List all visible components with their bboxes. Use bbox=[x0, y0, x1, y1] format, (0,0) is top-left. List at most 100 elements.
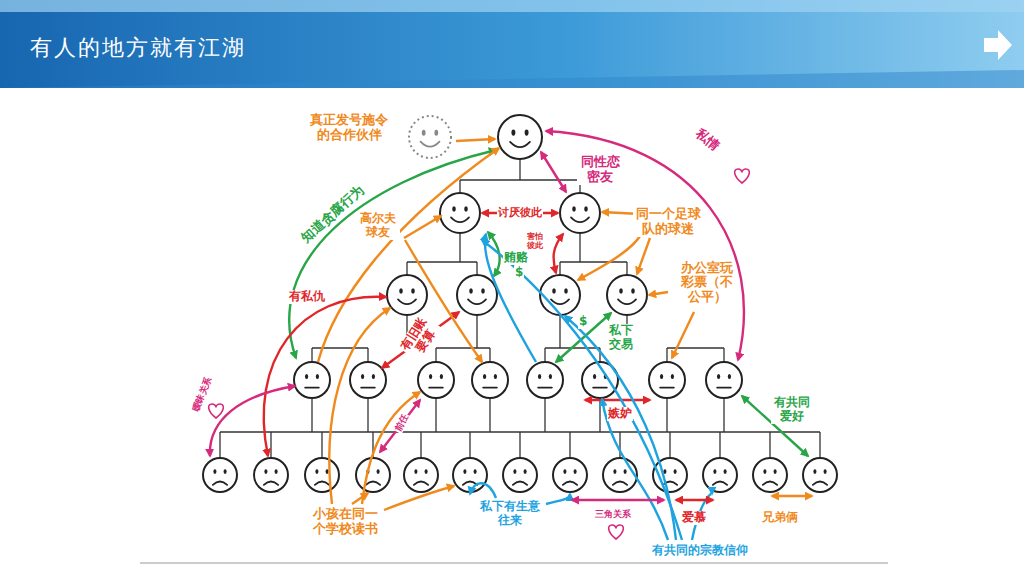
relation-arrow bbox=[546, 494, 570, 504]
face-outline bbox=[649, 362, 685, 398]
relation-label: 办公室玩彩票（不公平） bbox=[679, 261, 735, 306]
heart-symbol bbox=[209, 404, 224, 418]
tree-line bbox=[769, 432, 770, 458]
relation-arrow bbox=[482, 240, 682, 540]
face-eye bbox=[305, 374, 308, 379]
face-mouth bbox=[429, 387, 443, 389]
relation-label: 有私仇 bbox=[288, 290, 326, 304]
heart-symbol bbox=[735, 169, 750, 183]
face-icon bbox=[350, 362, 386, 398]
face-eye bbox=[464, 206, 468, 212]
face-outline bbox=[356, 458, 390, 492]
face-eye bbox=[613, 469, 616, 474]
face-outline bbox=[305, 458, 339, 492]
face-mouth bbox=[713, 481, 727, 484]
tree-line bbox=[436, 347, 490, 348]
face-outline bbox=[409, 116, 451, 158]
tree-line bbox=[723, 348, 724, 362]
next-arrow-icon bbox=[984, 30, 1012, 60]
relation-arrow bbox=[210, 386, 295, 456]
tree-line bbox=[460, 179, 580, 180]
relation-label: 私情 bbox=[691, 125, 722, 154]
face-eye bbox=[434, 130, 438, 136]
face-eye bbox=[326, 469, 329, 474]
tree-line bbox=[626, 262, 627, 275]
relation-arrows bbox=[210, 131, 812, 540]
faces bbox=[203, 115, 837, 492]
face-eye bbox=[264, 469, 267, 474]
relation-label: 同性恋密友 bbox=[577, 155, 623, 185]
tree-line bbox=[519, 159, 520, 180]
face-mouth bbox=[813, 481, 827, 484]
face-mouth bbox=[593, 387, 607, 389]
face-eye bbox=[411, 288, 415, 294]
face-eye bbox=[511, 130, 515, 136]
tree-line bbox=[459, 180, 460, 193]
banner-shade bbox=[0, 70, 1024, 88]
face-mouth bbox=[510, 142, 530, 147]
face-mouth bbox=[468, 299, 486, 304]
relation-arrow bbox=[289, 150, 496, 358]
face-eye bbox=[399, 288, 403, 294]
face-eye bbox=[316, 374, 319, 379]
face-eye bbox=[763, 469, 766, 474]
relation-label: 真正发号施令的合作伙伴 bbox=[306, 113, 392, 143]
face-icon bbox=[706, 362, 742, 398]
relation-arrow bbox=[329, 308, 390, 504]
face-eye bbox=[525, 130, 529, 136]
face-outline bbox=[387, 275, 427, 315]
face-icon bbox=[418, 362, 454, 398]
relation-arrow bbox=[485, 234, 536, 362]
tree-line bbox=[270, 432, 271, 458]
relation-arrow bbox=[772, 495, 812, 497]
face-mouth bbox=[361, 387, 375, 389]
face-eye bbox=[463, 469, 466, 474]
relation-label: 害怕彼此 bbox=[525, 232, 545, 250]
relation-label: 三角关系 bbox=[594, 509, 632, 519]
face-mouth bbox=[421, 142, 440, 147]
face-mouth bbox=[513, 481, 527, 484]
face-mouth bbox=[264, 481, 278, 484]
face-eye bbox=[593, 374, 596, 379]
face-eye bbox=[377, 469, 380, 474]
tree-line bbox=[719, 432, 720, 458]
relation-arrow bbox=[554, 234, 563, 273]
tree-line bbox=[569, 432, 570, 458]
face-eye bbox=[564, 288, 568, 294]
relation-label: 暧昧关系 bbox=[190, 375, 214, 414]
relation-label: 嫉妒 bbox=[607, 407, 633, 421]
face-eye bbox=[372, 374, 375, 379]
face-eye bbox=[563, 469, 566, 474]
face-mouth bbox=[305, 387, 319, 389]
face-mouth bbox=[538, 387, 552, 389]
face-outline bbox=[753, 458, 787, 492]
page-title: 有人的地方就有江湖 bbox=[30, 33, 246, 63]
heart-symbol bbox=[609, 525, 624, 539]
face-mouth bbox=[571, 217, 589, 222]
face-icon bbox=[649, 362, 685, 398]
relation-arrow bbox=[676, 499, 713, 501]
tree-line bbox=[599, 398, 600, 432]
face-eye bbox=[584, 206, 588, 212]
face-eye bbox=[275, 469, 278, 474]
face-eye bbox=[728, 374, 731, 379]
relation-label: $ bbox=[514, 266, 524, 280]
face-mouth bbox=[315, 481, 329, 484]
face-outline bbox=[294, 362, 330, 398]
face-outline bbox=[440, 193, 480, 233]
relation-label: 同一个足球队的球迷 bbox=[633, 207, 703, 237]
face-icon bbox=[803, 458, 837, 492]
face-icon bbox=[560, 193, 600, 233]
face-icon bbox=[498, 115, 542, 159]
face-eye bbox=[483, 374, 486, 379]
face-icon bbox=[503, 458, 537, 492]
face-outline bbox=[350, 362, 386, 398]
face-icon bbox=[540, 275, 580, 315]
face-outline bbox=[703, 458, 737, 492]
face-outline bbox=[607, 275, 647, 315]
relation-label: 有共同爱好 bbox=[771, 396, 813, 424]
face-eye bbox=[422, 130, 426, 136]
face-icon bbox=[305, 458, 339, 492]
face-icon bbox=[457, 275, 497, 315]
face-eye bbox=[660, 374, 663, 379]
